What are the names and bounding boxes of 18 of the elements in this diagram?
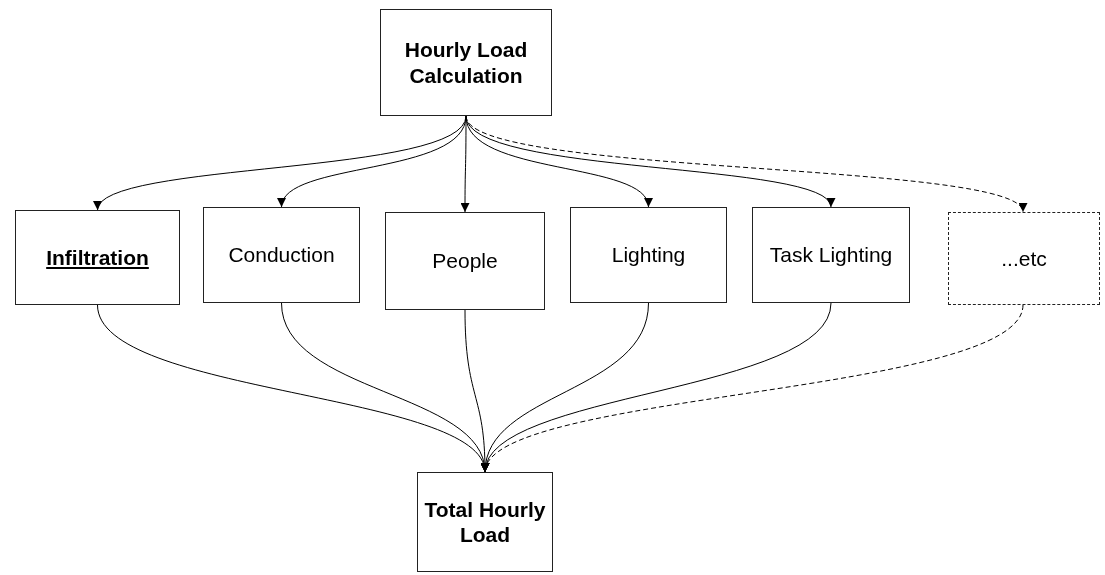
box-label: Total Hourly Load	[423, 496, 547, 548]
process-box	[380, 9, 552, 116]
box-label: Lighting	[611, 242, 686, 268]
arrow	[483, 302, 832, 473]
process-box	[15, 210, 180, 305]
box-label: People	[432, 248, 498, 274]
process-box	[948, 212, 1100, 305]
box-label: Task Lighting	[769, 242, 893, 268]
arrow	[484, 304, 1024, 473]
box-label: Conduction	[228, 242, 335, 268]
box-label: Infiltration	[46, 244, 149, 271]
process-box	[752, 207, 910, 303]
box-label: Hourly Load Calculation	[403, 37, 529, 88]
process-box	[385, 212, 545, 310]
process-box	[417, 472, 553, 572]
process-box	[203, 207, 360, 303]
box-label: ...etc	[1001, 245, 1047, 272]
process-box	[570, 207, 727, 303]
